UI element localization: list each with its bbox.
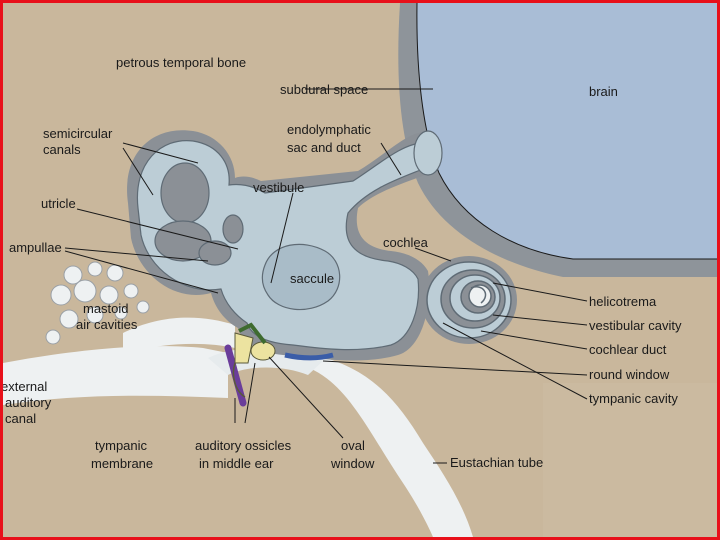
label-external-line3: canal [5, 411, 36, 426]
label-semicircular-canals-line2: canals [43, 142, 81, 157]
label-oval-window-line2: window [330, 456, 375, 471]
label-cochlea: cochlea [383, 235, 429, 250]
label-saccule: saccule [290, 271, 334, 286]
label-round-window: round window [589, 367, 670, 382]
background-page-patch [543, 383, 717, 537]
label-tympanic-membrane-line2: membrane [91, 456, 153, 471]
inner-ear-diagram: petrous temporal bone subdural space bra… [3, 3, 717, 537]
label-mastoid-line2: air cavities [76, 317, 138, 332]
label-cochlear-duct: cochlear duct [589, 342, 667, 357]
label-endolymphatic-line1: endolymphatic [287, 122, 371, 137]
label-utricle: utricle [41, 196, 76, 211]
label-petrous-temporal-bone: petrous temporal bone [116, 55, 246, 70]
label-helicotrema: helicotrema [589, 294, 657, 309]
brain-region [398, 3, 717, 277]
label-tympanic-cavity: tympanic cavity [589, 391, 678, 406]
label-endolymphatic-line2: sac and duct [287, 140, 361, 155]
label-tympanic-membrane-line1: tympanic [95, 438, 148, 453]
label-external-line1: external [3, 379, 47, 394]
label-ossicles-line2: in middle ear [199, 456, 274, 471]
middle-ear [224, 322, 276, 407]
label-subdural-space: subdural space [280, 82, 368, 97]
label-mastoid-line1: mastoid [83, 301, 129, 316]
round-window-mark [284, 352, 334, 361]
label-brain: brain [589, 84, 618, 99]
label-ampullae: ampullae [9, 240, 62, 255]
cochlea-spiral [426, 261, 512, 339]
labels: petrous temporal bone subdural space bra… [3, 55, 682, 471]
label-vestibule: vestibule [253, 180, 304, 195]
membranous-labyrinth [136, 130, 443, 351]
label-oval-window-line1: oval [341, 438, 365, 453]
label-external-line2: auditory [5, 395, 52, 410]
label-ossicles-line1: auditory ossicles [195, 438, 292, 453]
label-vestibular-cavity: vestibular cavity [589, 318, 682, 333]
leader-lines [64, 88, 588, 464]
label-eustachian-tube: Eustachian tube [450, 455, 543, 470]
label-semicircular-canals-line1: semicircular [43, 126, 113, 141]
mastoid-air-cells [45, 261, 235, 353]
